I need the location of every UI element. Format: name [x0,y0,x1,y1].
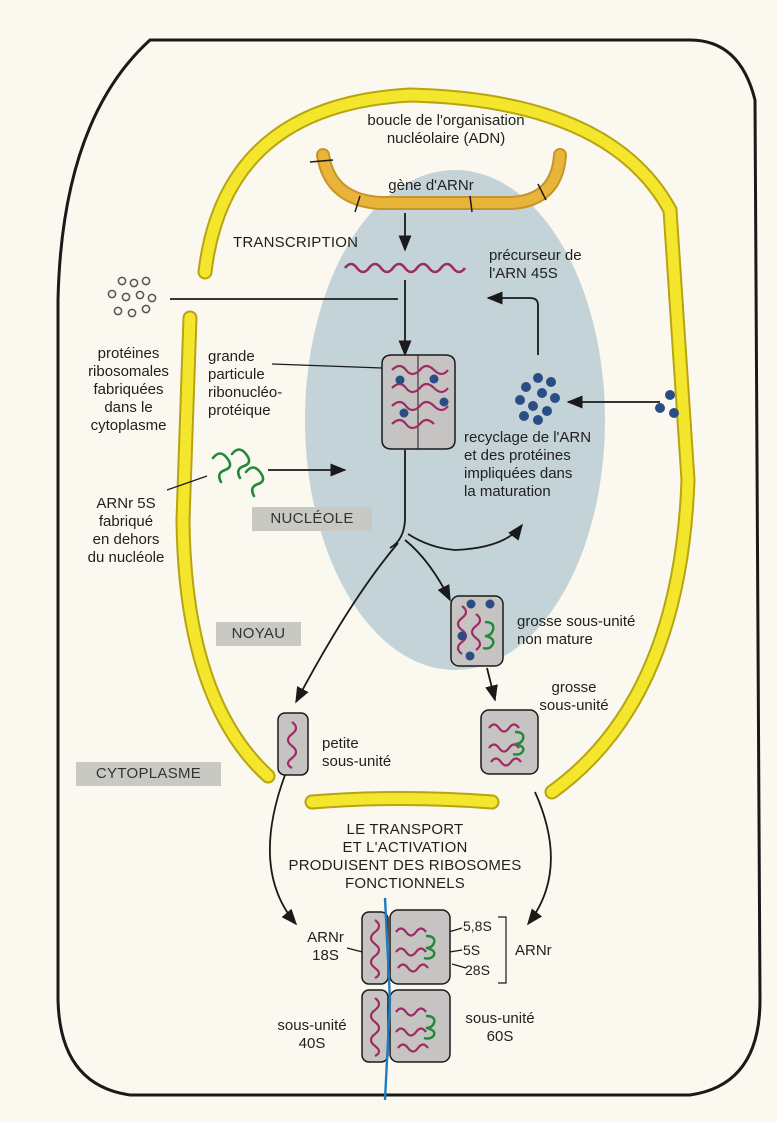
cytoplasmic-proteins [107,276,157,318]
ribosomal-proteins-label: protéines ribosomales fabriquées dans le… [88,345,169,434]
small-subunit-label: petite sous-unité [322,735,392,770]
precursor-45s-label: précurseur de l'ARN 45S [489,247,582,282]
nuclear-envelope [175,87,696,810]
nucleus-label: NOYAU [216,622,301,646]
transcription-label: TRANSCRIPTION [233,234,359,251]
ribosome-upper [361,909,451,985]
rna-5s-squiggles [211,448,265,498]
large-subunit-nuclear [480,709,539,775]
rna-5s-label: ARNr 5S fabriqué en dehors du nucléole [87,495,165,566]
arnr-bracket-label: ARNr [515,942,552,959]
subunit-60s-label: sous-unité 60S [465,1010,535,1045]
small-subunit-nuclear [277,712,309,776]
dna-loop-title: boucle de l'organisation nucléolaire (AD… [367,112,525,147]
nucleolus-label: NUCLÉOLE [252,507,372,531]
rna-45s-precursor [343,262,467,274]
immature-large-subunit [450,595,504,667]
transport-activation-label: LE TRANSPORT ET L'ACTIVATION PRODUISENT … [288,821,522,892]
rdna-loop [309,148,567,213]
rna-58s-label: 5,8S [463,918,492,934]
rna-5s-ribosome-label: 5S [463,942,481,958]
subunit-40s-label: sous-unité 40S [277,1017,347,1052]
ribosome-lower [361,989,451,1063]
large-rnp-particle-label: grande particule ribonucléo- protéique [208,348,283,419]
rrna-gene-label: gène d'ARNr [388,177,474,194]
rna-28s-label: 28S [465,962,490,978]
immature-large-subunit-label: grosse sous-unité non mature [517,613,636,648]
recycled-protein-dots [515,373,679,425]
recycling-label: recyclage de l'ARN et des protéines impl… [464,429,592,500]
large-rnp-particle [381,354,456,450]
cytoplasm-label: CYTOPLASME [76,762,221,786]
cell-membrane-outline [56,38,762,1097]
mrna-strand [383,897,392,1101]
flow-arrows [170,213,660,926]
large-subunit-label: grosse sous-unité [539,679,609,714]
rna-18s-label: ARNr 18S [307,929,344,964]
